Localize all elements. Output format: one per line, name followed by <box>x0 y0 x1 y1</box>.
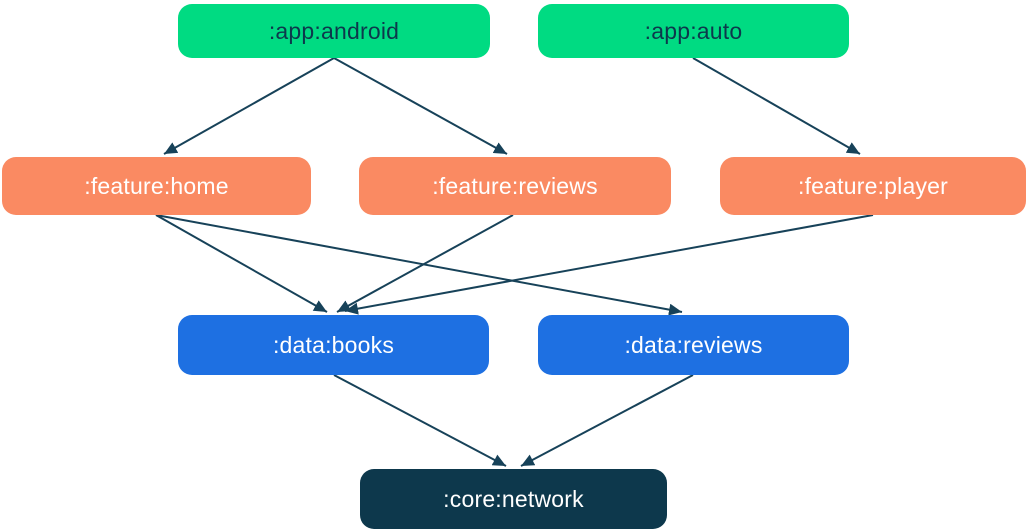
edge-feature-player-to-data-books <box>344 214 874 315</box>
node-core-network: :core:network <box>360 469 667 529</box>
edge-app-android-to-feature-reviews <box>333 57 508 155</box>
edge-feature-reviews-to-data-books <box>336 214 514 313</box>
node-label: :data:reviews <box>624 331 763 358</box>
node-label: :feature:home <box>84 172 229 199</box>
edge-feature-home-to-data-books <box>155 214 328 313</box>
node-label: :feature:reviews <box>432 172 598 199</box>
node-data-books: :data:books <box>178 315 489 375</box>
node-data-reviews: :data:reviews <box>538 315 849 375</box>
node-label: :data:books <box>272 331 395 358</box>
node-label: :app:auto <box>644 17 743 44</box>
node-label: :feature:player <box>797 172 949 199</box>
edge-app-android-to-feature-home <box>163 57 335 155</box>
node-label: :core:network <box>443 485 584 512</box>
edge-app-auto-to-feature-player <box>692 57 861 155</box>
node-app-android: :app:android <box>178 4 490 58</box>
node-label: :app:android <box>268 17 400 44</box>
edge-data-books-to-core-network <box>333 374 507 467</box>
node-feature-player: :feature:player <box>720 157 1026 215</box>
node-app-auto: :app:auto <box>538 4 849 58</box>
node-feature-home: :feature:home <box>2 157 311 215</box>
node-feature-reviews: :feature:reviews <box>359 157 671 215</box>
edge-data-reviews-to-core-network <box>520 374 694 467</box>
edge-feature-home-to-data-reviews <box>155 214 683 316</box>
